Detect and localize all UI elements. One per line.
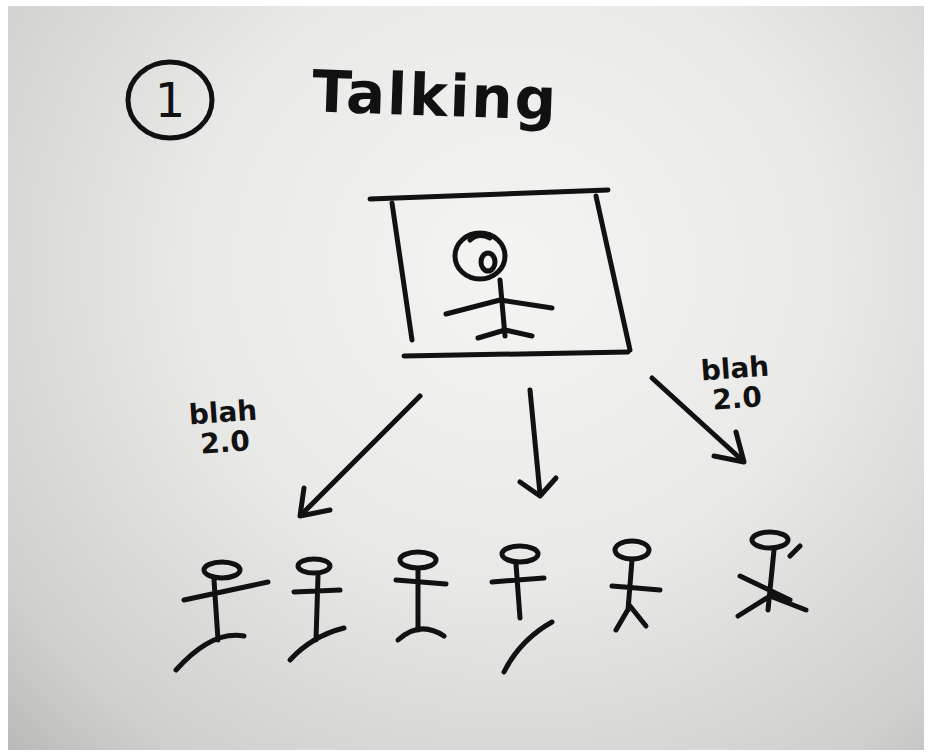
speaker-figure	[446, 233, 552, 338]
broadcast-arrows	[300, 378, 744, 516]
speech-label: blah 2.0	[686, 351, 786, 418]
diagram-title: Talking	[311, 57, 583, 134]
screen-frame	[370, 190, 630, 356]
audience-figures	[176, 532, 806, 672]
number-circle	[128, 62, 212, 138]
callout-number: 1	[130, 62, 210, 138]
speech-label: blah 2.0	[174, 395, 274, 462]
